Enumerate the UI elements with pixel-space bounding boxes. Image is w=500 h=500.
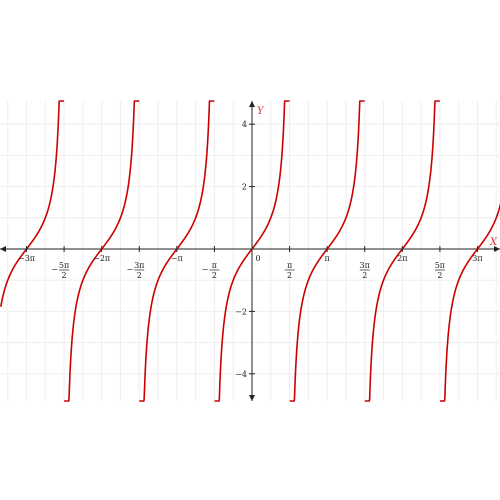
x-tick-denominator: 2 — [212, 271, 217, 280]
tangent-curves — [0, 100, 500, 402]
y-axis-label: Y — [257, 106, 265, 117]
x-tick-sign: − — [127, 265, 134, 274]
x-tick-fraction: π2 — [284, 261, 295, 280]
y-axis-arrow — [249, 101, 255, 107]
x-axis-arrow — [494, 246, 500, 252]
x-tick-numerator: π — [287, 261, 292, 270]
x-axis-arrow-left — [0, 246, 6, 252]
tan-branch — [0, 100, 65, 307]
y-tick-label: 4 — [242, 120, 247, 129]
x-tick-fraction: −π2 — [202, 261, 220, 280]
x-tick-sign: − — [51, 265, 58, 274]
y-axis-arrow-bottom — [249, 395, 255, 401]
x-tick-label: −3π — [18, 254, 35, 263]
x-tick-fraction: −3π2 — [127, 261, 145, 280]
x-tick-denominator: 2 — [62, 271, 67, 280]
tan-branch — [439, 202, 500, 402]
x-tick-fraction: −5π2 — [51, 261, 69, 280]
x-tick-numerator: π — [212, 261, 217, 270]
x-tick-denominator: 2 — [137, 271, 142, 280]
x-tick-fraction: 5π2 — [435, 261, 445, 280]
y-tick-label: −4 — [235, 370, 247, 379]
x-tick-denominator: 2 — [437, 271, 442, 280]
x-tick-denominator: 2 — [287, 271, 292, 280]
x-axis-label: X — [489, 237, 498, 248]
y-tick-label: 2 — [242, 183, 247, 192]
x-tick-label: 0 — [255, 254, 260, 263]
y-tick-label: −2 — [235, 307, 247, 316]
x-tick-numerator: 5π — [59, 261, 69, 270]
x-tick-label: −π — [171, 254, 183, 263]
x-tick-fraction: 3π2 — [360, 261, 370, 280]
x-tick-label: 2π — [397, 254, 407, 263]
x-tick-label: 3π — [472, 254, 482, 263]
x-tick-label: π — [325, 254, 330, 263]
x-tick-numerator: 3π — [360, 261, 370, 270]
x-tick-label: −2π — [93, 254, 110, 263]
x-tick-numerator: 5π — [435, 261, 445, 270]
x-tick-denominator: 2 — [362, 271, 367, 280]
x-tick-numerator: 3π — [134, 261, 144, 270]
x-tick-sign: − — [202, 265, 209, 274]
